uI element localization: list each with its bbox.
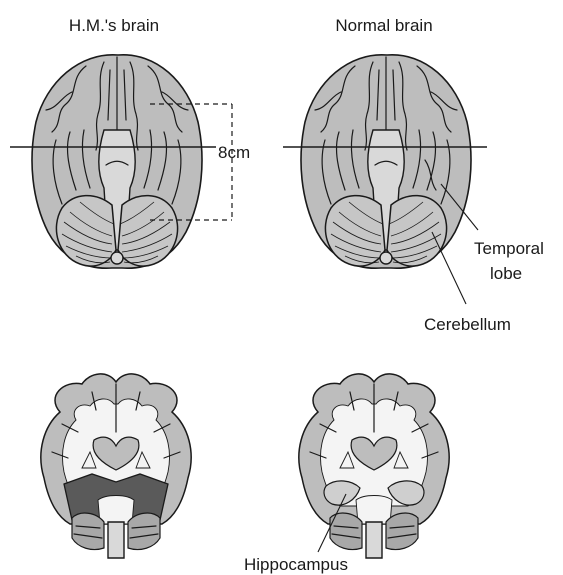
- normal-ventral-view: [283, 55, 487, 304]
- cerebellum-label: Cerebellum: [424, 315, 511, 334]
- normal-brain-title: Normal brain: [335, 16, 432, 35]
- temporal-lobe-label-line1: Temporal: [474, 239, 544, 258]
- hm-coronal-section: [41, 374, 191, 558]
- hippocampus-label: Hippocampus: [244, 555, 348, 574]
- temporal-lobe-label-line2: lobe: [490, 264, 522, 283]
- normal-coronal-section: [299, 374, 449, 558]
- hm-ventral-view: [10, 55, 232, 268]
- hm-brain-title: H.M.'s brain: [69, 16, 159, 35]
- measure-label: 8cm: [218, 143, 250, 162]
